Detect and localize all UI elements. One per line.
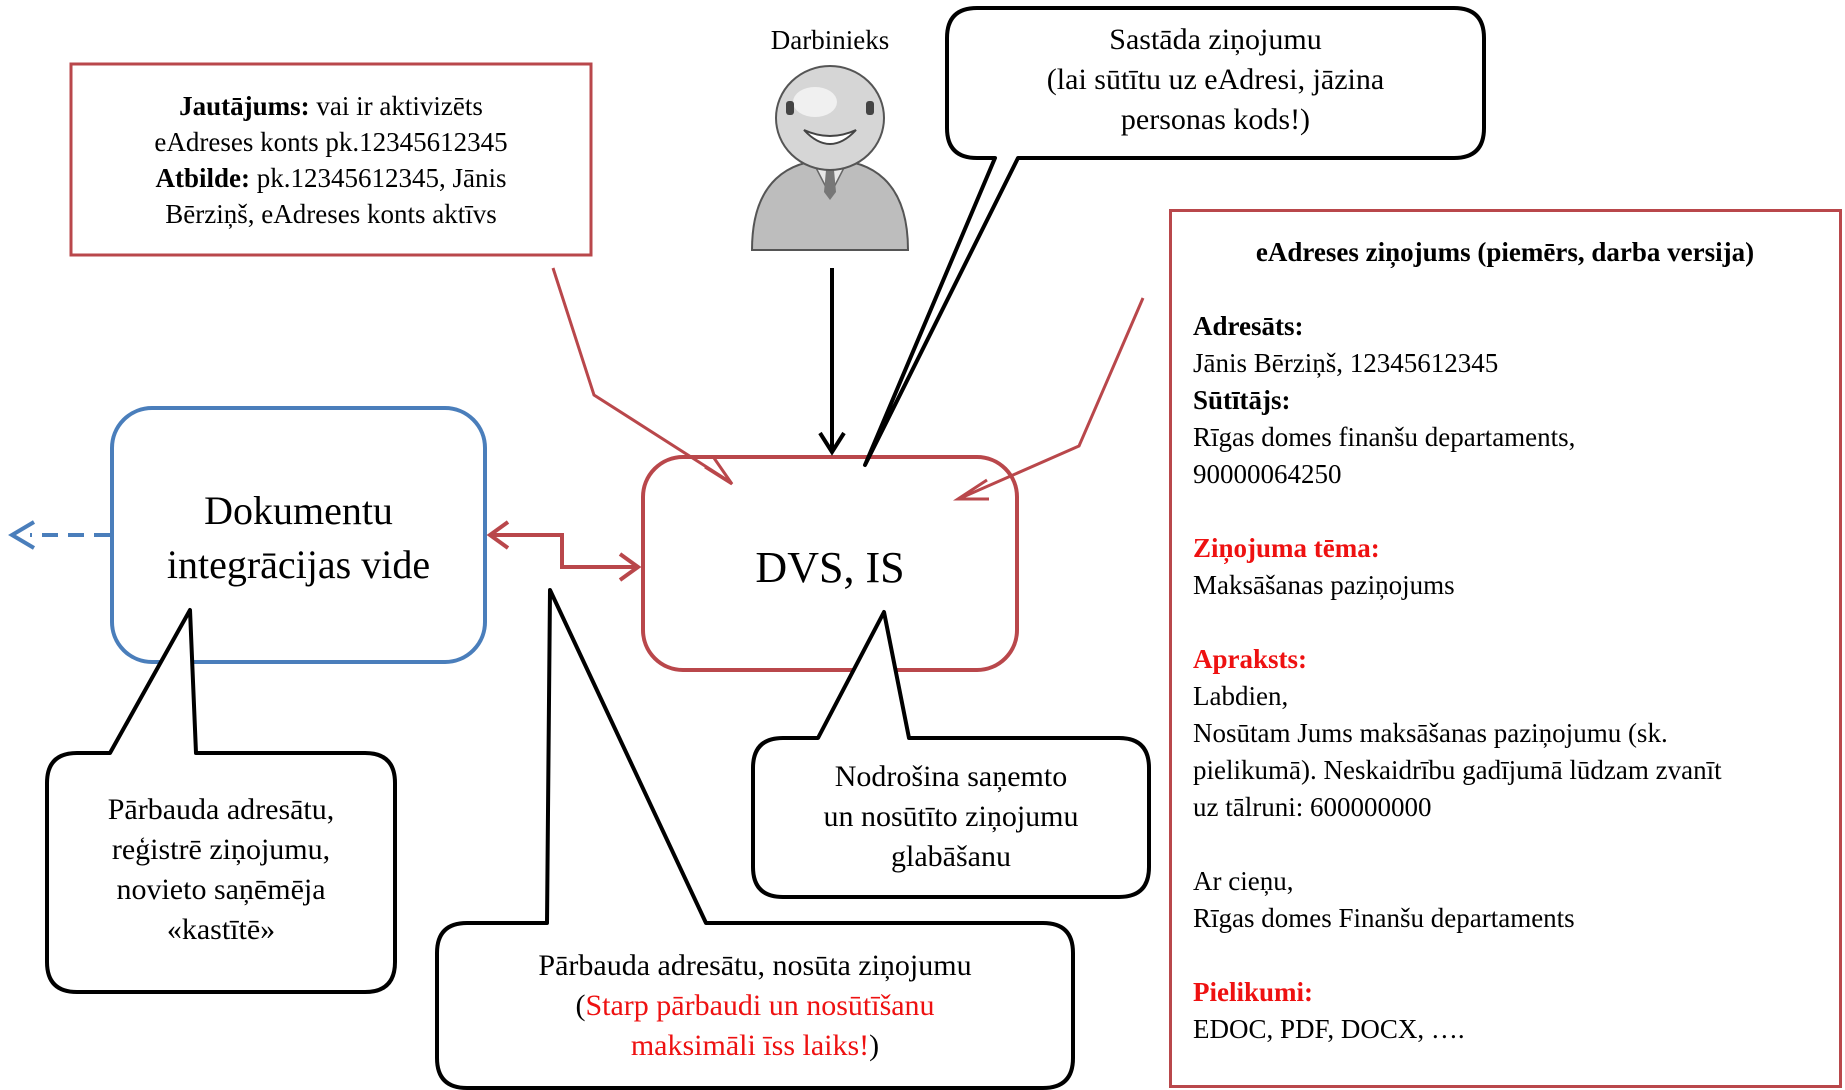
register-line-4: «kastītē» bbox=[166, 913, 276, 946]
send-line-2: (Starp pārbaudi un nosūtīšanu bbox=[440, 986, 1070, 1026]
register-line-3: novieto saņēmēja bbox=[116, 873, 326, 906]
compose-line-2: (lai sūtītu uz eAdresi, jāzina bbox=[1046, 63, 1385, 96]
send-bubble-text: Pārbauda adresātu, nosūta ziņojumu (Star… bbox=[440, 946, 1070, 1066]
register-bubble-text: Pārbauda adresātu, reģistrē ziņojumu, no… bbox=[50, 790, 392, 950]
dvs-node-frame bbox=[641, 455, 1019, 672]
query-question-line-1: Jautājums: vai ir aktivizēts bbox=[74, 88, 588, 124]
storage-bubble-text: Nodrošina saņemto un nosūtīto ziņojumu g… bbox=[756, 757, 1146, 877]
send-bubble-frame bbox=[435, 588, 1075, 1090]
recipient-value: Jānis Bērziņš, 12345612345 bbox=[1193, 348, 1499, 378]
body-line-3: uz tālruni: 600000000 bbox=[1193, 792, 1432, 822]
compose-line-1: Sastāda ziņojumu bbox=[1109, 23, 1322, 56]
body-line-2: pielikumā). Neskaidrību gadījumā lūdzam … bbox=[1193, 755, 1722, 785]
compose-bubble-frame bbox=[863, 6, 1486, 467]
integration-node-frame bbox=[110, 406, 487, 664]
body-line-1: Nosūtam Jums maksāšanas paziņojumu (sk. bbox=[1193, 718, 1668, 748]
question-text-1: vai ir aktivizēts bbox=[309, 91, 483, 121]
message-panel: eAdreses ziņojums (piemērs, darba versij… bbox=[1169, 209, 1842, 1088]
recipient-label: Adresāts: bbox=[1193, 311, 1304, 341]
closing: Ar cieņu, bbox=[1193, 866, 1294, 896]
integration-node[interactable]: Dokumentu integrācijas vide bbox=[112, 484, 485, 592]
compose-bubble-text: Sastāda ziņojumu (lai sūtītu uz eAdresi,… bbox=[950, 20, 1481, 140]
query-box-frame bbox=[69, 62, 593, 257]
send-line-3: maksimāli īss laiks!) bbox=[440, 1026, 1070, 1066]
answer-text-1: pk.12345612345, Jānis bbox=[250, 163, 507, 193]
attachments-value: EDOC, PDF, DOCX, …. bbox=[1193, 1014, 1465, 1044]
sender-label: Sūtītājs: bbox=[1193, 385, 1291, 415]
integration-line-2: integrācijas vide bbox=[166, 542, 431, 587]
subject-label: Ziņojuma tēma: bbox=[1193, 533, 1380, 563]
query-to-dvs-arrow bbox=[551, 267, 728, 482]
greeting: Labdien, bbox=[1193, 681, 1289, 711]
description-label: Apraksts: bbox=[1193, 644, 1308, 674]
register-line-2: reģistrē ziņojumu, bbox=[111, 833, 331, 866]
send-paren-open: ( bbox=[575, 989, 586, 1022]
register-line-1: Pārbauda adresātu, bbox=[107, 793, 335, 826]
integration-link-arrowhead bbox=[486, 520, 510, 550]
query-answer-line-2: Bērziņš, eAdreses konts aktīvs bbox=[165, 199, 497, 229]
query-answer-line-1: Atbilde: pk.12345612345, Jānis bbox=[74, 160, 588, 196]
signature: Rīgas domes Finanšu departaments bbox=[1193, 903, 1575, 933]
attachments-label: Pielikumi: bbox=[1193, 977, 1313, 1007]
query-to-dvs-arrowhead bbox=[704, 457, 734, 486]
dvs-link-arrowhead bbox=[618, 552, 642, 582]
message-to-dvs-arrow bbox=[962, 297, 1145, 499]
register-bubble-frame bbox=[45, 608, 397, 994]
answer-label: Atbilde: bbox=[155, 163, 251, 193]
worker-label: Darbinieks bbox=[770, 25, 890, 55]
storage-line-1: Nodrošina saņemto bbox=[834, 760, 1068, 793]
send-red-line-1: Starp pārbaudi un nosūtīšanu bbox=[585, 989, 935, 1022]
integration-dvs-link bbox=[490, 533, 638, 569]
question-label: Jautājums: bbox=[179, 91, 310, 121]
storage-line-2: un nosūtīto ziņojumu bbox=[823, 800, 1079, 833]
dvs-node[interactable]: DVS, IS bbox=[755, 543, 905, 592]
storage-line-3: glabāšanu bbox=[891, 840, 1011, 873]
storage-bubble-frame bbox=[751, 610, 1151, 899]
sender-value-1: Rīgas domes finanšu departaments, bbox=[1193, 422, 1576, 452]
message-heading: eAdreses ziņojums (piemērs, darba versij… bbox=[1255, 237, 1755, 267]
send-red-line-2: maksimāli īss laiks! bbox=[630, 1029, 870, 1062]
subject-value: Maksāšanas paziņojums bbox=[1193, 570, 1455, 600]
send-paren-close: ) bbox=[869, 1029, 880, 1062]
worker-to-dvs-arrowhead bbox=[818, 431, 846, 456]
outbound-dashed-arrowhead bbox=[8, 520, 36, 550]
query-box: Jautājums: vai ir aktivizēts eAdreses ko… bbox=[74, 88, 588, 232]
integration-line-1: Dokumentu bbox=[204, 488, 393, 533]
worker-icon bbox=[750, 65, 910, 251]
send-line-1: Pārbauda adresātu, nosūta ziņojumu bbox=[538, 949, 972, 982]
sender-value-2: 90000064250 bbox=[1193, 459, 1342, 489]
message-to-dvs-arrowhead bbox=[952, 478, 989, 501]
query-question-line-2: eAdreses konts pk.12345612345 bbox=[154, 127, 508, 157]
compose-line-3: personas kods!) bbox=[1120, 103, 1311, 136]
